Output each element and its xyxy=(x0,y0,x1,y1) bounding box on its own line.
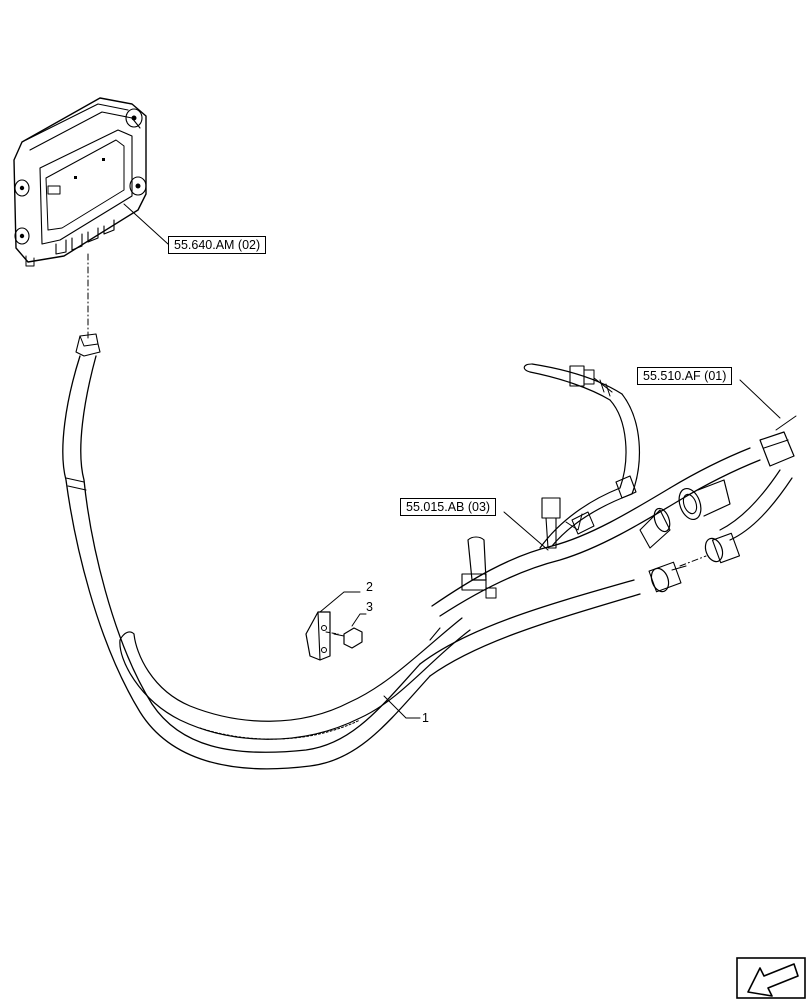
small-plug-mid xyxy=(541,497,583,549)
ecu-module xyxy=(13,97,147,267)
bracket xyxy=(305,611,331,661)
clip-upper xyxy=(571,475,637,535)
plug-connector-round xyxy=(678,479,731,521)
bulkhead-connector xyxy=(648,561,687,593)
leader-1 xyxy=(383,695,421,719)
callout-3: 3 xyxy=(366,600,373,614)
coupler-connector xyxy=(639,507,671,549)
harness-main xyxy=(419,363,797,677)
harness-left-branch xyxy=(62,333,431,770)
ref-label-harness[interactable]: 55.015.AB (03) xyxy=(400,498,497,516)
small-plug-top xyxy=(569,365,613,397)
socket-connector xyxy=(679,532,741,567)
ref-label-ecu[interactable]: 55.640.AM (02) xyxy=(168,236,267,254)
leader-ref-connector xyxy=(739,379,781,419)
leader-3 xyxy=(351,613,367,627)
leader-ref-harness xyxy=(503,511,549,551)
callout-1: 1 xyxy=(422,711,429,725)
bolt xyxy=(325,627,363,649)
ref-label-connector[interactable]: 55.510.AF (01) xyxy=(637,367,733,385)
leader-2 xyxy=(319,591,361,613)
callout-2: 2 xyxy=(366,580,373,594)
arrow-left-icon[interactable] xyxy=(736,957,806,999)
harness-loop xyxy=(119,617,471,740)
